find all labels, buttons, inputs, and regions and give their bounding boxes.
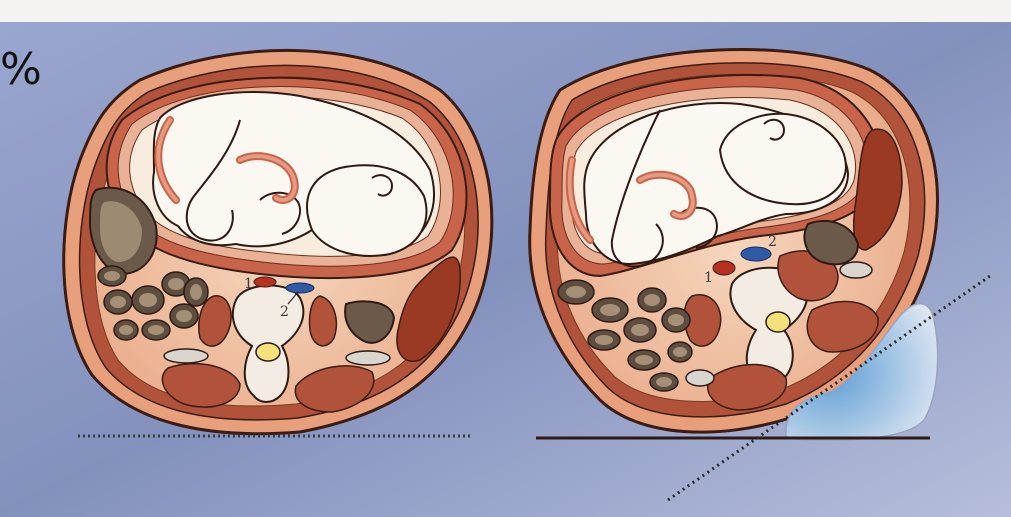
right-label-1: 1 (704, 270, 713, 286)
right-label-2: 2 (768, 234, 777, 250)
left-label-1: 1 (244, 276, 253, 292)
left-cross-section: 1 2 (64, 50, 492, 433)
left-label-2: 2 (280, 304, 289, 320)
partial-mark: % (0, 48, 42, 92)
